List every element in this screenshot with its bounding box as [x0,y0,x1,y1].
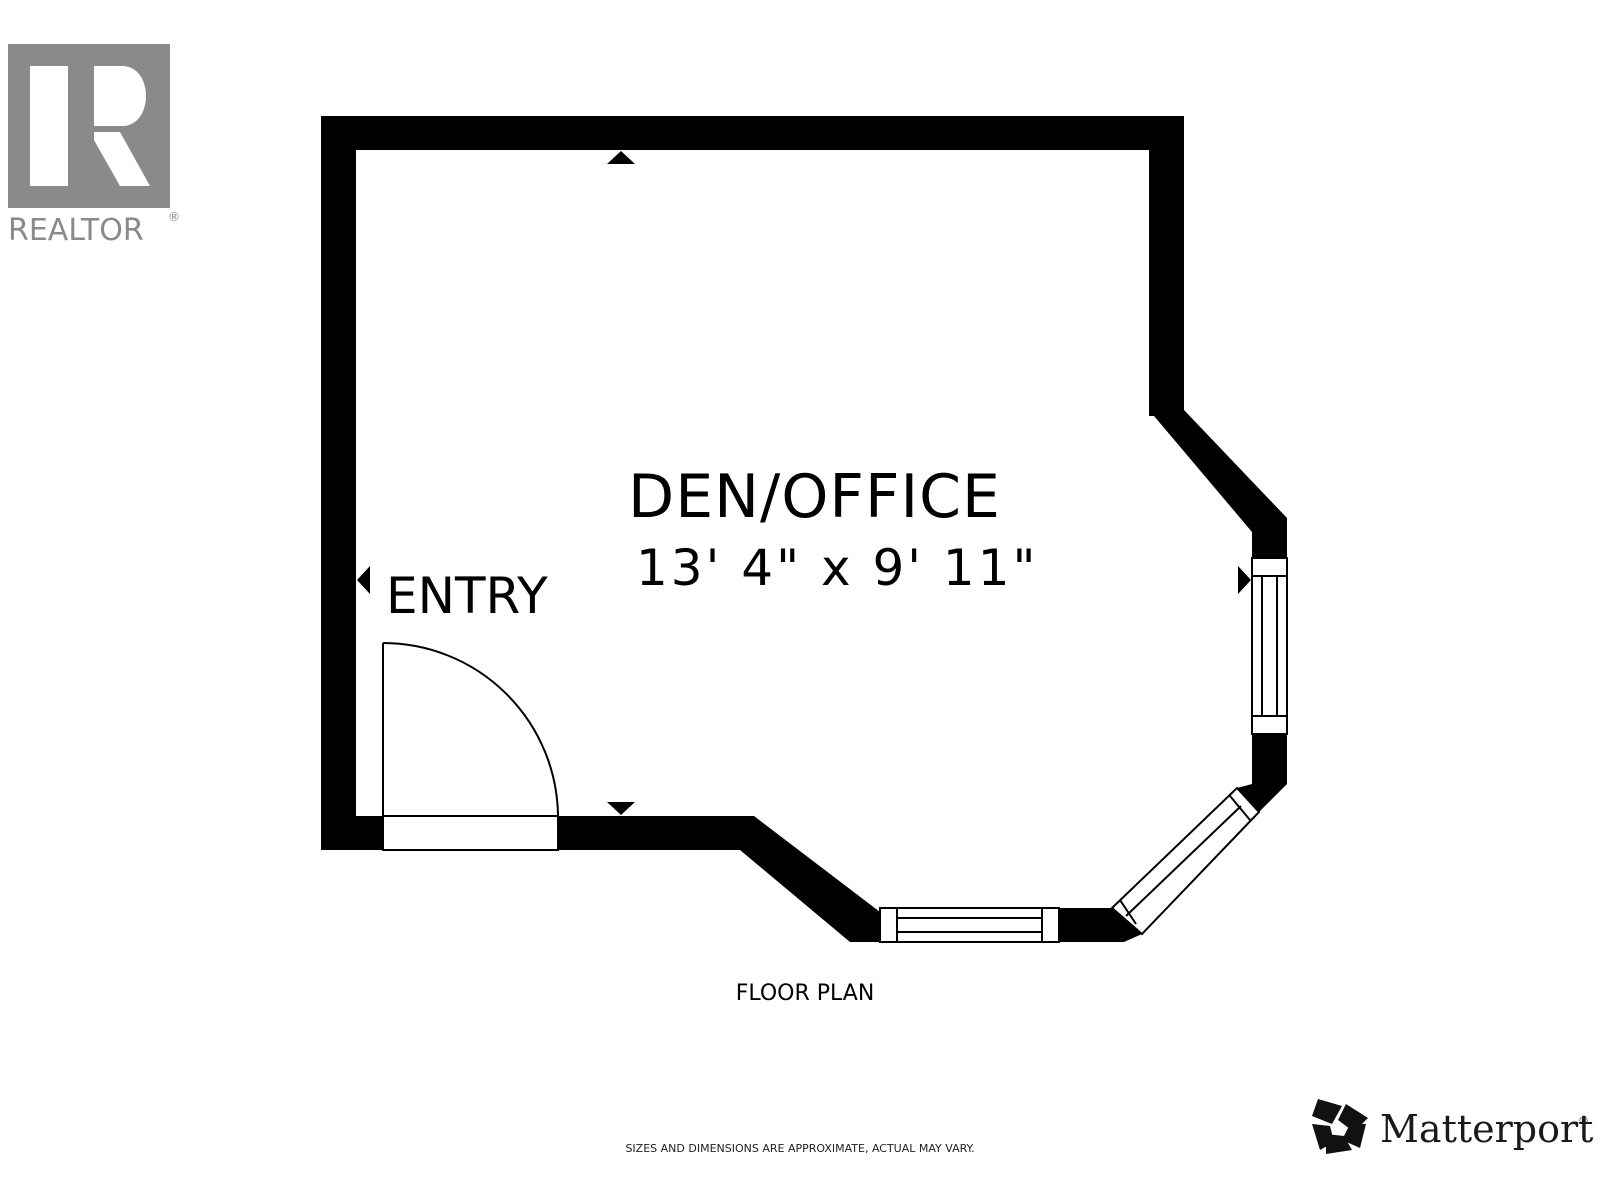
room-dimensions: 13' 4" x 9' 11" [636,539,1039,597]
realtor-logo-bowl [94,66,146,126]
realtor-logo-leg [94,132,150,186]
marker-right [1238,566,1251,594]
marker-left [357,566,370,594]
realtor-logo: REALTOR ® [8,44,180,248]
wall-bottom-left [321,816,383,850]
realtor-logo-left-bar [30,66,68,186]
wall-angled-upper-right [1149,410,1287,532]
wall-bottom-angled [558,816,880,942]
matterport-registered-mark: ® [1578,1114,1589,1127]
wall-right-segment-top [1252,518,1287,558]
window-angled [1110,786,1261,936]
door-threshold [382,815,559,851]
window-right [1251,557,1288,735]
door-swing-arc [382,642,559,817]
marker-top [607,151,635,164]
floor-plan-caption: FLOOR PLAN [736,981,875,1006]
entry-door [382,642,559,851]
entry-label: ENTRY [386,567,548,625]
matterport-logo: Matterport ® [1312,1099,1593,1154]
walls [321,116,1287,942]
wall-corner-lower-right [1237,784,1287,812]
realtor-registered-mark: ® [168,210,180,224]
room-name: DEN/OFFICE [628,462,1001,532]
realtor-wordmark: REALTOR [8,213,144,248]
matterport-icon [1312,1099,1368,1154]
matterport-wordmark: Matterport [1380,1107,1593,1151]
wall-right-segment-bottom [1252,734,1287,784]
dimensions-disclaimer: SIZES AND DIMENSIONS ARE APPROXIMATE, AC… [625,1142,974,1155]
window-bottom [879,907,1060,943]
marker-bottom [607,802,635,815]
wall-top [321,116,1184,150]
direction-markers [357,151,1251,815]
wall-right-upper [1149,116,1184,416]
wall-left [321,116,356,850]
